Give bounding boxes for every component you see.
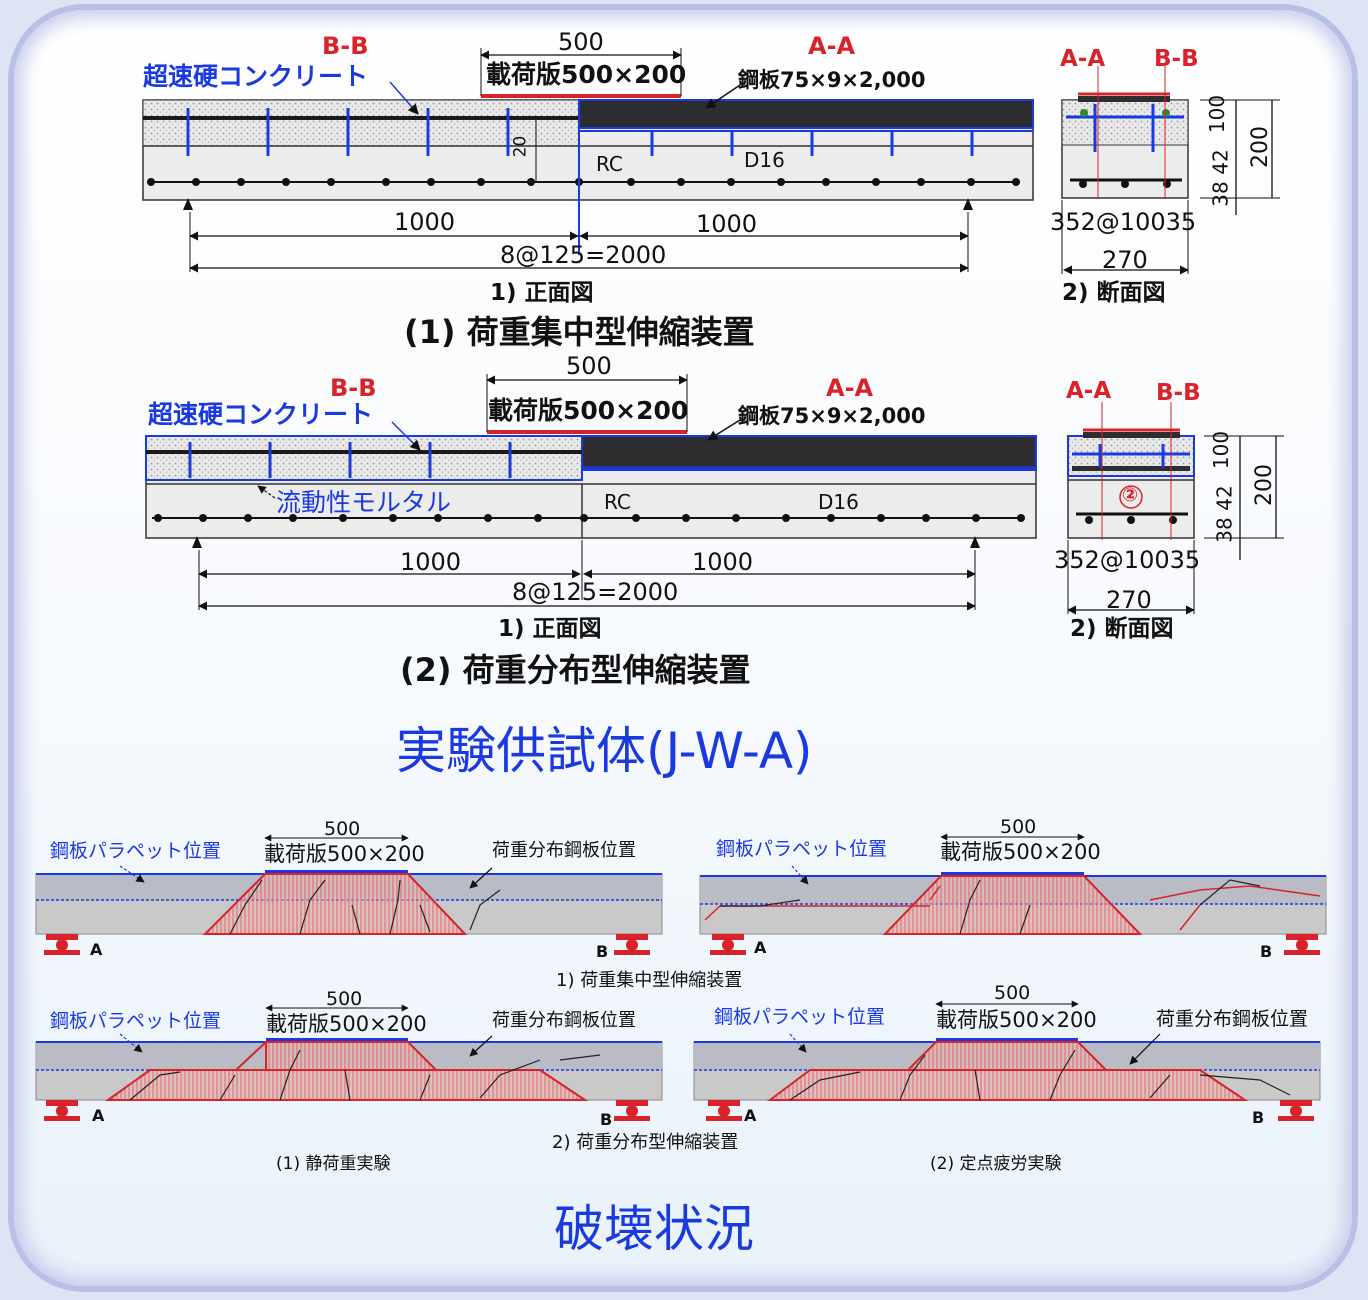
- sec1-bottom-dims: 352@10035: [1050, 208, 1197, 236]
- dim-1000-right: 1000: [696, 210, 758, 238]
- photo-row2-right: [693, 1000, 1321, 1121]
- r2r-load-plate: 載荷版500×200: [936, 1008, 1097, 1032]
- sec2-dim-200: 200: [1252, 464, 1277, 506]
- dim-500: 500: [558, 28, 604, 56]
- aa-label-2: A-A: [826, 374, 874, 402]
- r2r-dim-500: 500: [994, 982, 1031, 1004]
- r1l-dist-plate: 荷重分布鋼板位置: [492, 840, 636, 861]
- beam1-front-view: [142, 48, 1034, 273]
- concrete-label-2: 超速硬コンクリート: [148, 400, 374, 429]
- r2r-support-a: A: [744, 1106, 757, 1125]
- span-label: 8@125=2000: [500, 241, 667, 269]
- r1l-load-plate: 載荷版500×200: [264, 842, 425, 866]
- beam1-section-view: [1061, 66, 1280, 275]
- bb-label: B-B: [322, 32, 369, 60]
- dim-20: 20: [510, 135, 531, 158]
- sec1-dim-38: 38: [1208, 181, 1233, 207]
- photo-row1-left: [35, 834, 663, 955]
- photo-row2-left: [35, 1004, 663, 1121]
- concrete-label: 超速硬コンクリート: [143, 62, 369, 91]
- steel-plate-label: 鋼板75×9×2,000: [738, 68, 926, 92]
- sec1-dim-200: 200: [1248, 126, 1273, 168]
- r2l-support-b: B: [600, 1110, 613, 1129]
- aa-label: A-A: [808, 32, 856, 60]
- sec1-dim-270: 270: [1102, 246, 1148, 274]
- specimen-heading: 実験供試体(J-W-A): [396, 722, 813, 780]
- rc-label-2: RC: [604, 490, 631, 514]
- sec1-aa-label: A-A: [1060, 46, 1106, 72]
- row1-caption: 1) 荷重集中型伸縮装置: [556, 970, 743, 991]
- sec2-dim-270: 270: [1106, 586, 1152, 614]
- bb-label-2: B-B: [330, 374, 377, 402]
- device1-title: (1) 荷重集中型伸縮装置: [404, 313, 755, 351]
- beam2-section-view: [1067, 402, 1284, 615]
- sec1-dim-42: 42: [1208, 149, 1233, 175]
- front-view-caption: 1) 正面図: [490, 280, 594, 306]
- front-view-caption-2: 1) 正面図: [498, 616, 602, 642]
- dim-500-2: 500: [566, 352, 612, 380]
- r2l-support-a: A: [92, 1106, 105, 1125]
- r2l-parapet: 鋼板パラペット位置: [50, 1010, 222, 1032]
- r2r-support-b: B: [1252, 1108, 1265, 1127]
- sec1-caption: 2) 断面図: [1062, 280, 1166, 306]
- load-plate-label-2: 載荷版500×200: [488, 396, 689, 425]
- r1l-support-b: B: [596, 942, 609, 961]
- sec2-circle-2: ②: [1122, 484, 1139, 506]
- r1l-dim-500: 500: [324, 818, 361, 840]
- dim-1000-left: 1000: [394, 208, 456, 236]
- r2r-parapet: 鋼板パラペット位置: [714, 1006, 886, 1028]
- d16-label: D16: [744, 148, 785, 172]
- sec2-aa-label: A-A: [1066, 378, 1112, 404]
- r1l-parapet: 鋼板パラペット位置: [50, 840, 222, 862]
- r1r-support-a: A: [754, 938, 767, 957]
- fatigue-caption: (2) 定点疲労実験: [930, 1154, 1062, 1174]
- span-label-2: 8@125=2000: [512, 578, 679, 606]
- r2r-dist-plate: 荷重分布鋼板位置: [1156, 1008, 1309, 1030]
- dim-1000-left-2: 1000: [400, 548, 462, 576]
- r2l-load-plate: 載荷版500×200: [266, 1012, 427, 1036]
- static-caption: (1) 静荷重実験: [276, 1154, 391, 1174]
- load-plate-label: 載荷版500×200: [486, 60, 687, 89]
- steel-plate-label-2: 鋼板75×9×2,000: [738, 404, 926, 428]
- r2l-dist-plate: 荷重分布鋼板位置: [492, 1010, 636, 1031]
- sec2-bottom-dims: 352@10035: [1054, 546, 1201, 574]
- rc-label: RC: [596, 152, 623, 176]
- sec2-dim-38: 38: [1212, 517, 1237, 543]
- sec1-dim-100: 100: [1205, 94, 1230, 134]
- failure-heading: 破壊状況: [554, 1200, 754, 1258]
- sec2-caption: 2) 断面図: [1070, 616, 1174, 642]
- sec2-dim-100: 100: [1209, 430, 1234, 470]
- r1r-load-plate: 載荷版500×200: [940, 840, 1101, 864]
- r2l-dim-500: 500: [326, 988, 363, 1010]
- photo-row1-right: [699, 833, 1327, 955]
- beam2-front-view: [145, 374, 1037, 611]
- r1r-support-b: B: [1260, 942, 1273, 961]
- r1r-dim-500: 500: [1000, 816, 1037, 838]
- row2-caption: 2) 荷重分布型伸縮装置: [552, 1132, 739, 1153]
- sec2-dim-42: 42: [1212, 485, 1237, 511]
- dim-1000-right-2: 1000: [692, 548, 754, 576]
- mortar-label: 流動性モルタル: [276, 488, 452, 517]
- sec1-bb-label: B-B: [1154, 46, 1199, 72]
- sec2-bb-label: B-B: [1156, 380, 1201, 406]
- device2-title: (2) 荷重分布型伸縮装置: [400, 651, 751, 689]
- r1l-support-a: A: [90, 940, 103, 959]
- d16-label-2: D16: [818, 490, 859, 514]
- r1r-parapet: 鋼板パラペット位置: [716, 838, 888, 860]
